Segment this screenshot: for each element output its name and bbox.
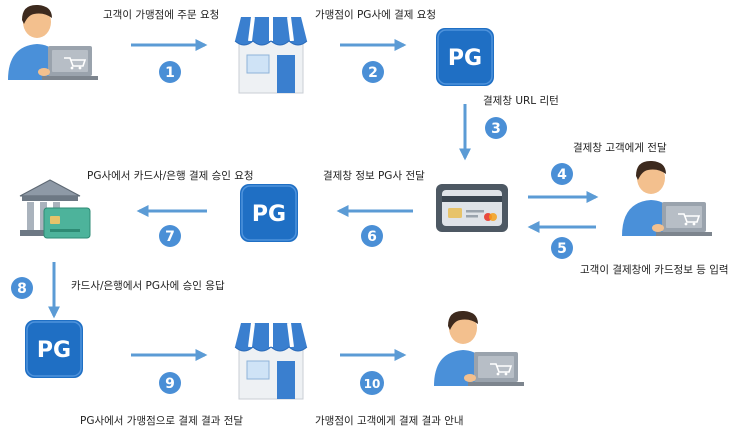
- step-badge-3: 3: [485, 117, 507, 139]
- svg-text:9: 9: [165, 376, 175, 392]
- svg-text:3: 3: [491, 121, 501, 137]
- pg-icon-3: PG: [24, 319, 84, 379]
- step-badge-1: 1: [159, 61, 181, 83]
- label-order-request: 고객이 가맹점에 주문 요청: [103, 9, 220, 21]
- label-input-card: 고객이 결제창에 카드정보 등 입력: [580, 264, 729, 276]
- svg-text:5: 5: [557, 241, 567, 257]
- step-badge-7: 7: [159, 225, 181, 247]
- step-badge-9: 9: [159, 372, 181, 394]
- step-badge-5: 5: [551, 237, 573, 259]
- svg-text:8: 8: [17, 281, 27, 297]
- step-badge-8: 8: [11, 277, 33, 299]
- payment-terminal-icon: [436, 184, 508, 232]
- step-badge-10: 10: [360, 371, 384, 395]
- step-badge-6: 6: [361, 225, 383, 247]
- pg-text-3: PG: [37, 338, 71, 363]
- label-url-return: 결제창 URL 리턴: [483, 95, 559, 107]
- label-approve-response: 카드사/은행에서 PG사에 승인 응답: [71, 280, 225, 292]
- label-payment-request: 가맹점이 PG사에 결제 요청: [315, 9, 437, 21]
- label-notify-customer: 가맹점이 고객에게 결제 결과 안내: [315, 415, 464, 427]
- label-deliver-window: 결제창 고객에게 전달: [573, 142, 667, 154]
- svg-text:6: 6: [367, 229, 377, 245]
- card-bank-icon: [19, 179, 91, 239]
- label-approve-request: PG사에서 카드사/은행 결제 승인 요청: [87, 170, 254, 182]
- merchant-store-icon-2: [233, 321, 309, 401]
- label-send-info: 결제창 정보 PG사 전달: [323, 170, 425, 182]
- svg-text:2: 2: [368, 65, 378, 81]
- pg-icon-2: PG: [239, 183, 299, 243]
- svg-text:1: 1: [165, 65, 175, 81]
- pg-icon-1: PG: [435, 27, 495, 87]
- customer-icon-2: [621, 160, 713, 237]
- svg-text:10: 10: [364, 377, 381, 391]
- step-badge-2: 2: [362, 61, 384, 83]
- pg-text-2: PG: [252, 202, 286, 227]
- svg-text:4: 4: [557, 167, 567, 183]
- merchant-store-icon-1: [233, 15, 309, 95]
- customer-icon-1: [7, 4, 99, 81]
- pg-text-1: PG: [448, 46, 482, 71]
- step-badge-4: 4: [551, 163, 573, 185]
- label-result-to-merchant: PG사에서 가맹점으로 결제 결과 전달: [80, 415, 244, 427]
- svg-text:7: 7: [165, 229, 175, 245]
- customer-icon-3: [433, 310, 525, 387]
